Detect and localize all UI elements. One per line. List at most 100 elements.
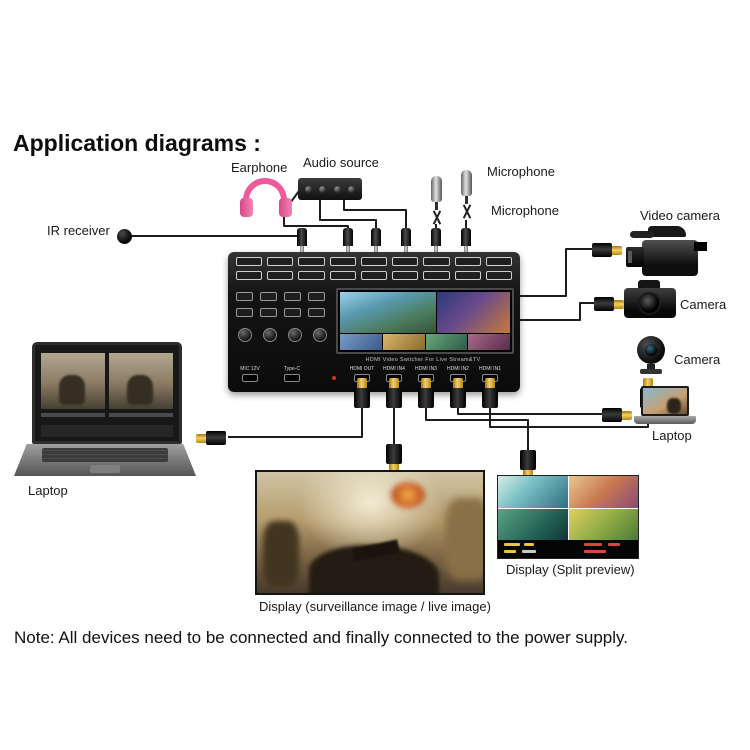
label-camera-webcam: Camera bbox=[674, 352, 721, 367]
cable-laptop-left bbox=[228, 408, 363, 438]
cable-dslr bbox=[520, 302, 594, 321]
hdmi-plug-icon bbox=[594, 297, 624, 311]
switcher-button bbox=[423, 271, 450, 280]
cable-audio-2 bbox=[343, 199, 407, 234]
port-mic: MIC 12V bbox=[233, 366, 267, 382]
switcher-knob bbox=[288, 328, 302, 342]
port-label: HDMI IN4 bbox=[383, 366, 405, 372]
label-video-camera: Video camera bbox=[640, 208, 720, 223]
switcher-button bbox=[329, 257, 356, 266]
split-preview-grid bbox=[498, 476, 638, 540]
port-label: HDMI OUT bbox=[349, 366, 375, 372]
status-bar bbox=[498, 540, 638, 558]
audio-jack-icon bbox=[461, 228, 471, 255]
switcher-button-row bbox=[236, 271, 512, 280]
port-hole bbox=[242, 374, 258, 382]
switcher-button bbox=[236, 308, 253, 317]
hdmi-plug-icon bbox=[386, 444, 402, 474]
switcher-button bbox=[308, 308, 325, 317]
audio-jack-icon bbox=[401, 228, 411, 255]
webcam-icon bbox=[634, 336, 668, 378]
label-audio-source: Audio source bbox=[303, 155, 379, 170]
laptop-small-icon bbox=[634, 386, 696, 426]
label-ir-receiver: IR receiver bbox=[47, 223, 110, 238]
video-thumbnail bbox=[109, 353, 173, 409]
laptop-screen bbox=[641, 386, 689, 416]
hdmi-plug-icon bbox=[482, 378, 498, 408]
cable-audio-1 bbox=[319, 199, 377, 234]
audio-jack-icon bbox=[431, 228, 441, 255]
video-thumbnail bbox=[41, 353, 105, 409]
switcher-button bbox=[298, 257, 325, 266]
microphone-icon bbox=[450, 170, 482, 222]
preview-pane bbox=[436, 292, 510, 333]
switcher-caption: HDMI Video Switcher For Live Stream&TV bbox=[365, 357, 481, 363]
laptop-keyboard bbox=[42, 448, 168, 462]
audio-jack-icon bbox=[343, 228, 353, 255]
switcher-button bbox=[267, 271, 294, 280]
switcher-button bbox=[392, 271, 419, 280]
preview-pane bbox=[340, 292, 436, 333]
port-label: HDMI IN3 bbox=[415, 366, 437, 372]
port-hole bbox=[284, 374, 300, 382]
hdmi-plug-icon bbox=[592, 243, 622, 257]
switcher-button bbox=[308, 292, 325, 301]
label-laptop-left: Laptop bbox=[28, 483, 68, 498]
switcher-button bbox=[423, 257, 450, 266]
label-microphone-top: Microphone bbox=[487, 164, 555, 179]
ear-cup bbox=[279, 198, 292, 217]
switcher-knob bbox=[263, 328, 277, 342]
display-game-screen bbox=[255, 470, 485, 595]
hdmi-plug-icon bbox=[418, 378, 434, 408]
switcher-control-panel bbox=[236, 292, 332, 356]
preview-quadrant bbox=[568, 476, 638, 508]
hdmi-plug-icon bbox=[196, 431, 226, 445]
switcher-button bbox=[236, 271, 263, 280]
switcher-button bbox=[485, 257, 512, 266]
cable-display-split bbox=[425, 408, 529, 451]
video-switcher-device: HDMI Video Switcher For Live Stream&TV M… bbox=[228, 252, 520, 392]
switcher-button bbox=[284, 308, 301, 317]
laptop-base bbox=[634, 416, 696, 424]
preview-thumbnail bbox=[468, 334, 510, 350]
switcher-button bbox=[267, 257, 294, 266]
preview-thumbnail bbox=[382, 334, 425, 350]
switcher-button bbox=[360, 257, 388, 266]
earphone-icon bbox=[238, 178, 294, 220]
switcher-button-row bbox=[236, 257, 512, 266]
hdmi-plug-icon bbox=[450, 378, 466, 408]
laptop-screen bbox=[32, 342, 182, 444]
note-text: Note: All devices need to be connected a… bbox=[14, 628, 628, 647]
game-rock bbox=[445, 498, 483, 580]
switcher-knob bbox=[238, 328, 252, 342]
switcher-preview-screen bbox=[336, 288, 514, 354]
switcher-button bbox=[392, 257, 419, 266]
port-typec: Type-C bbox=[275, 366, 309, 382]
switcher-button bbox=[454, 271, 481, 280]
power-led bbox=[332, 376, 336, 380]
switcher-button bbox=[260, 308, 277, 317]
port-label: HDMI IN2 bbox=[447, 366, 469, 372]
switcher-button bbox=[360, 271, 388, 280]
video-camera-icon bbox=[626, 222, 708, 286]
audio-jack-icon bbox=[371, 228, 381, 255]
switcher-button bbox=[485, 271, 512, 280]
audio-source-icon bbox=[298, 178, 362, 200]
laptop-large-icon bbox=[14, 342, 196, 478]
ir-receiver-icon bbox=[117, 229, 132, 244]
label-microphone-bottom: Microphone bbox=[491, 203, 559, 218]
preview-quadrant bbox=[568, 508, 638, 540]
preview-quadrant bbox=[498, 476, 568, 508]
preview-thumbnail bbox=[340, 334, 382, 350]
timeline-strip bbox=[41, 425, 173, 437]
port-label: MIC 12V bbox=[240, 366, 260, 372]
ui-bar bbox=[41, 413, 105, 417]
cable-video-camera bbox=[520, 248, 592, 297]
preview-thumbnail bbox=[425, 334, 468, 350]
page-title: Application diagrams : bbox=[13, 130, 261, 156]
label-display-split: Display (Split preview) bbox=[506, 562, 635, 577]
game-fire bbox=[391, 482, 425, 508]
switcher-button bbox=[284, 292, 301, 301]
